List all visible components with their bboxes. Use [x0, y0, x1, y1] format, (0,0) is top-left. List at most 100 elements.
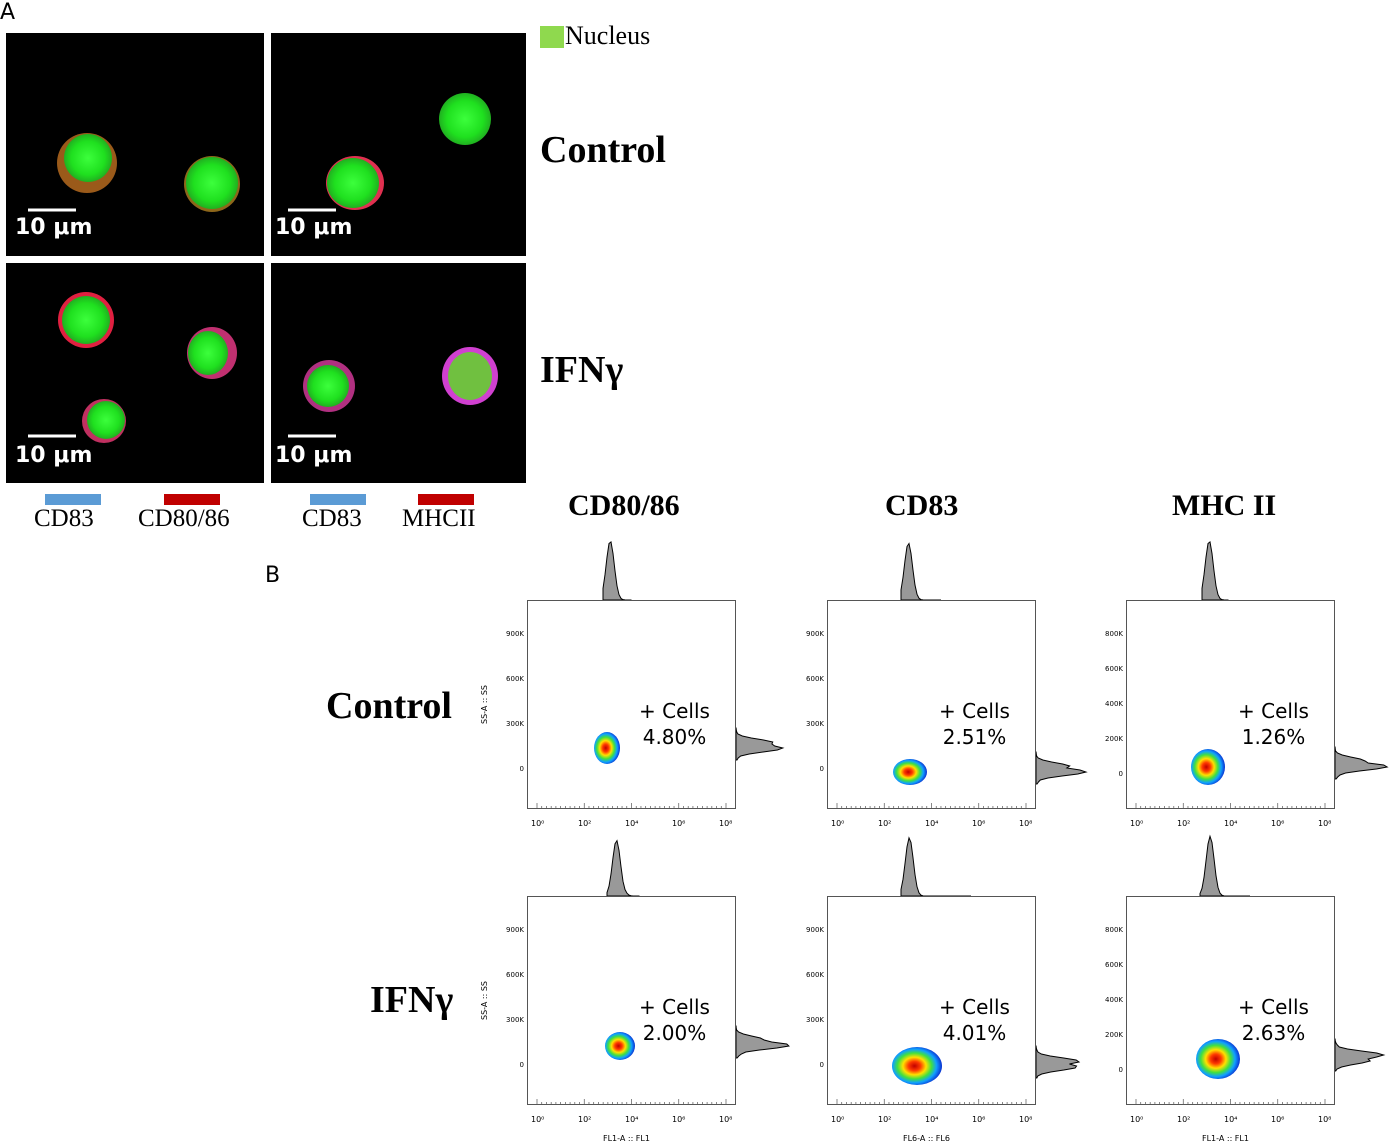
scale-bar-label: 10 μm	[15, 443, 93, 468]
y-tick-label: 900K	[806, 926, 824, 934]
histogram-bars	[900, 836, 971, 896]
density-contour	[594, 732, 620, 764]
row-label-ifn-a: IFNγ	[540, 349, 624, 391]
x-tick-label: 10²	[878, 819, 892, 828]
channel-bar-cd83-right	[310, 494, 366, 505]
y-tick-label: 600K	[506, 675, 524, 684]
side-histogram	[736, 1025, 790, 1059]
y-tick-label: 0	[1118, 1065, 1123, 1074]
top-histogram	[900, 542, 941, 600]
plot-frame	[527, 600, 736, 809]
channel-label-cd8086: CD80/86	[138, 505, 230, 532]
y-tick-label: 0	[1118, 769, 1123, 778]
x-tick-label: 10²	[578, 819, 592, 828]
micrograph-ifn-cd83-cd8086: 10 μm	[6, 263, 264, 483]
side-histogram	[1335, 1038, 1386, 1072]
flow-plot	[1126, 600, 1335, 809]
top-histogram	[1199, 834, 1250, 896]
histogram-bars	[900, 542, 941, 600]
cells-label: + Cells	[939, 995, 1010, 1019]
cells-label: + Cells	[939, 699, 1010, 723]
density-contour	[1196, 1039, 1240, 1079]
channel-label-mhcii: MHCII	[402, 505, 476, 532]
micrograph-ifn-cd83-mhcii: 10 μm	[271, 263, 526, 483]
y-axis-title: SS-A :: SS	[479, 685, 489, 724]
flow-plot	[527, 600, 736, 809]
y-tick-label: 300K	[806, 1016, 824, 1025]
side-histogram	[736, 727, 785, 761]
scale-bar-label: 10 μm	[275, 443, 353, 468]
histogram-bars	[1036, 1045, 1081, 1079]
x-tick-label: 10⁶	[1271, 1115, 1285, 1124]
y-tick-label: 0	[519, 1061, 524, 1070]
density-contour	[893, 759, 927, 785]
x-tick-label: 10²	[1177, 819, 1191, 828]
top-histogram	[1201, 540, 1229, 600]
x-tick-label: 10⁴	[625, 819, 639, 828]
channel-bar-cd8086	[164, 494, 220, 505]
x-tick-label: 10⁶	[972, 819, 986, 828]
column-label-cd83: CD83	[885, 489, 959, 522]
x-tick-label: 10⁸	[1019, 1115, 1033, 1124]
y-tick-label: 800K	[1105, 630, 1123, 638]
channel-bar-cd83-left	[45, 494, 101, 505]
y-tick-label: 0	[519, 765, 524, 774]
x-tick-label: 10⁰	[831, 1115, 845, 1124]
histogram-bars	[1335, 746, 1389, 780]
cells-label: + Cells	[639, 699, 710, 723]
side-histogram	[1036, 751, 1088, 785]
y-tick-label: 600K	[506, 971, 524, 980]
cells-label: + Cells	[1238, 699, 1309, 723]
x-tick-label: 10⁴	[925, 1115, 939, 1124]
density-contour	[892, 1047, 942, 1085]
y-tick-label: 800K	[1105, 926, 1123, 934]
row-label-control-a: Control	[540, 129, 666, 171]
flow-plot	[527, 896, 736, 1105]
flow-plot	[827, 896, 1036, 1105]
scale-bar-label: 10 μm	[275, 215, 353, 240]
y-tick-label: 200K	[1105, 1030, 1123, 1039]
x-tick-label: 10⁶	[672, 1115, 686, 1124]
cells-percentage: 4.01%	[942, 1021, 1007, 1045]
x-axis-title: FL1-A :: FL1	[603, 1134, 650, 1143]
x-axis-title: FL6-A :: FL6	[903, 1134, 950, 1143]
panel-b-letter: B	[265, 563, 281, 588]
y-tick-label: 0	[819, 1061, 824, 1070]
y-tick-label: 0	[819, 765, 824, 774]
histogram-bars	[1199, 834, 1250, 896]
channel-label-cd83-left: CD83	[34, 505, 94, 532]
x-tick-label: 10⁸	[1318, 1115, 1332, 1124]
panel-a-letter: A	[0, 0, 16, 25]
row-label-control-b: Control	[326, 685, 452, 727]
channel-bar-mhcii	[418, 494, 474, 505]
x-tick-label: 10⁸	[1318, 819, 1332, 828]
y-tick-label: 300K	[506, 720, 524, 729]
cells-percentage: 2.00%	[642, 1021, 707, 1045]
top-histogram	[602, 540, 632, 600]
y-tick-label: 900K	[506, 630, 524, 638]
x-tick-label: 10²	[1177, 1115, 1191, 1124]
y-tick-label: 900K	[806, 630, 824, 638]
x-tick-label: 10⁰	[531, 1115, 545, 1124]
y-tick-label: 600K	[806, 675, 824, 684]
row-label-ifn-b: IFNγ	[370, 979, 454, 1021]
histogram-bars	[1335, 1038, 1386, 1072]
y-tick-label: 300K	[506, 1016, 524, 1025]
channel-label-cd83-right: CD83	[302, 505, 362, 532]
x-axis-title: FL1-A :: FL1	[1202, 1134, 1249, 1143]
scale-bar-label: 10 μm	[15, 215, 93, 240]
micrograph-control-cd83-cd8086: 10 μm	[6, 33, 264, 256]
y-tick-label: 400K	[1105, 995, 1123, 1004]
plot-frame	[827, 600, 1036, 809]
x-tick-label: 10⁸	[719, 819, 733, 828]
y-tick-label: 200K	[1105, 734, 1123, 743]
micrograph-control-cd83-mhcii: 10 μm	[271, 33, 526, 256]
y-tick-label: 300K	[806, 720, 824, 729]
density-contour	[1191, 749, 1225, 785]
x-tick-label: 10⁸	[1019, 819, 1033, 828]
